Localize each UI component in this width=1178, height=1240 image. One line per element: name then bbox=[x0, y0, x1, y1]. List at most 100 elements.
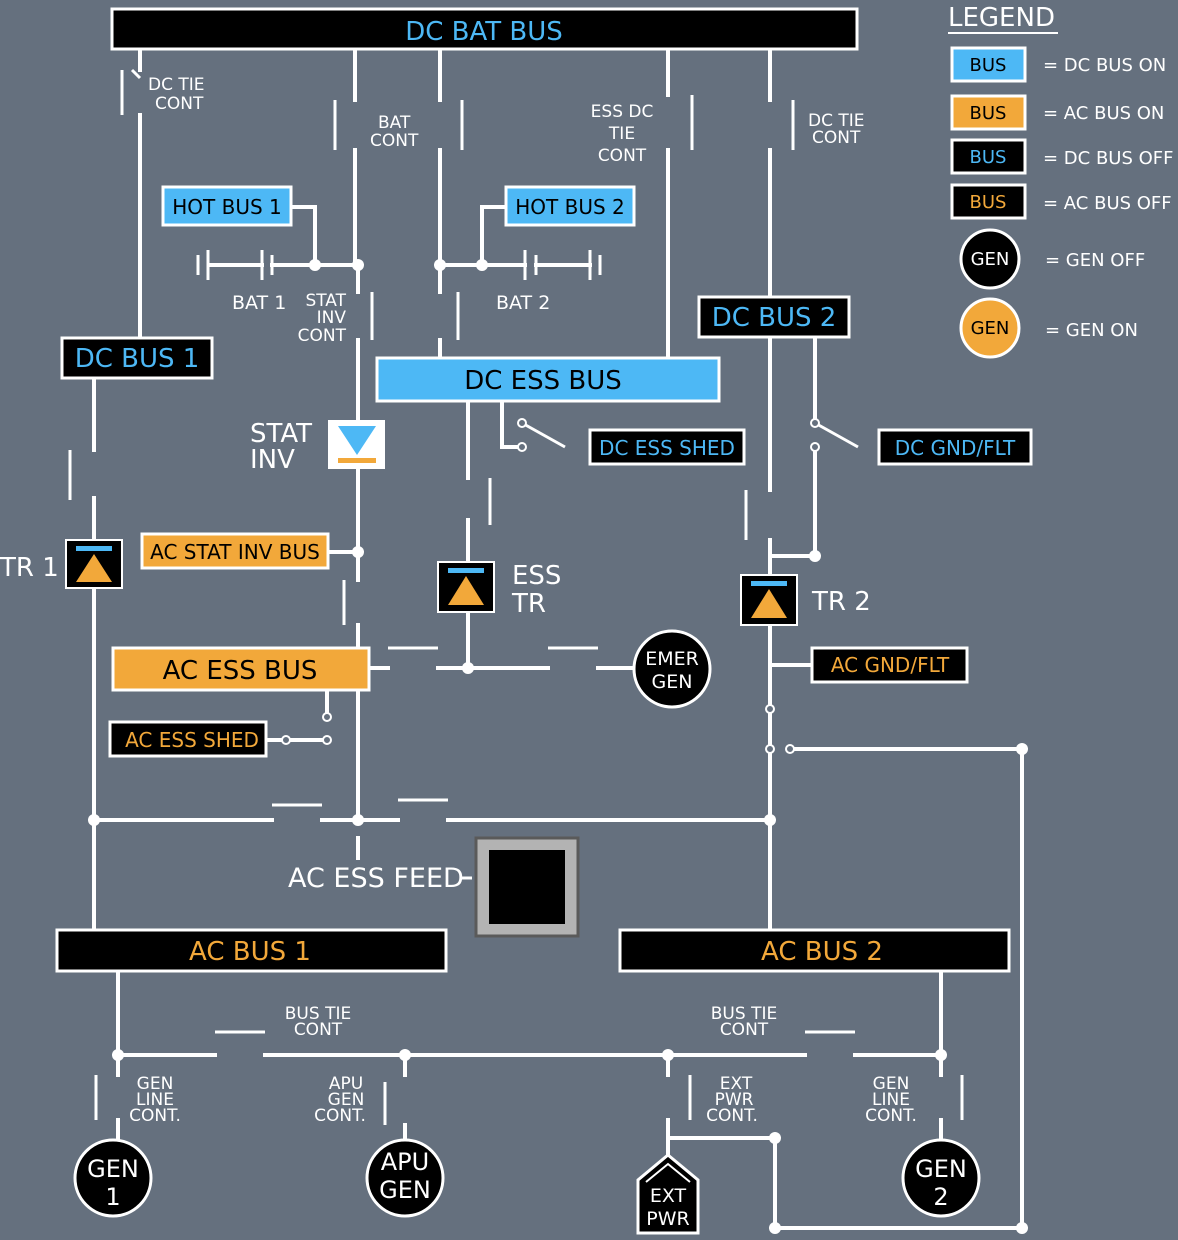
ess-dc-tie-cont-label: TIE bbox=[608, 124, 635, 144]
ac-stat-inv-bus: AC STAT INV BUS bbox=[140, 532, 330, 570]
svg-text:DC ESS BUS: DC ESS BUS bbox=[464, 366, 622, 396]
junction-dots bbox=[88, 259, 1028, 1234]
svg-text:BUS: BUS bbox=[970, 147, 1007, 168]
svg-text:AC ESS BUS: AC ESS BUS bbox=[163, 656, 318, 686]
apu-gen-cont-label: GEN bbox=[328, 1090, 365, 1110]
contactor-marks bbox=[68, 68, 964, 1125]
wiring bbox=[92, 48, 1024, 1230]
ext-pwr-cont-label: PWR bbox=[715, 1090, 754, 1110]
gen-line-cont-2-label: GEN bbox=[873, 1074, 910, 1094]
legend-dc-on: BUS = DC BUS ON bbox=[950, 46, 1166, 83]
ext-pwr-icon: EXT PWR bbox=[636, 1153, 700, 1235]
tr1-icon bbox=[65, 539, 123, 589]
ess-dc-tie-cont-label: ESS DC bbox=[591, 102, 654, 122]
legend-title: LEGEND bbox=[948, 3, 1055, 33]
stat-inv-cont-label: CONT bbox=[298, 326, 347, 346]
svg-text:= GEN OFF: = GEN OFF bbox=[1045, 250, 1145, 271]
svg-text:GEN: GEN bbox=[652, 671, 693, 693]
svg-text:GEN: GEN bbox=[379, 1176, 431, 1204]
emer-gen-icon: EMER GEN bbox=[632, 629, 712, 709]
svg-text:= GEN ON: = GEN ON bbox=[1045, 320, 1138, 341]
svg-text:DC BUS 2: DC BUS 2 bbox=[712, 303, 837, 333]
tr2-icon bbox=[740, 574, 798, 626]
svg-text:GEN: GEN bbox=[971, 249, 1010, 270]
ac-ess-shed-bus: AC ESS SHED bbox=[108, 720, 268, 758]
ac-gnd-flt-bus: AC GND/FLT bbox=[810, 646, 969, 684]
dc-ess-bus: DC ESS BUS bbox=[375, 356, 721, 403]
dc-bus-1: DC BUS 1 bbox=[60, 336, 214, 380]
tr1-label: TR 1 bbox=[0, 553, 59, 583]
svg-text:DC GND/FLT: DC GND/FLT bbox=[895, 436, 1016, 460]
tr2-label: TR 2 bbox=[811, 587, 871, 617]
svg-text:GEN: GEN bbox=[971, 318, 1010, 339]
dc-tie-cont-left-label: DC TIE bbox=[148, 75, 205, 95]
svg-text:EMER: EMER bbox=[645, 648, 699, 670]
ac-bus-1: AC BUS 1 bbox=[55, 928, 448, 973]
dc-bus-2: DC BUS 2 bbox=[697, 295, 851, 339]
hot-bus-2: HOT BUS 2 bbox=[504, 185, 636, 227]
svg-text:AC GND/FLT: AC GND/FLT bbox=[831, 653, 950, 677]
ac-ess-feed-label: AC ESS FEED bbox=[288, 863, 464, 894]
battery-1-icon bbox=[196, 250, 274, 280]
ess-tr-label: TR bbox=[511, 589, 546, 619]
svg-text:AC BUS 2: AC BUS 2 bbox=[761, 937, 883, 967]
svg-text:= DC BUS ON: = DC BUS ON bbox=[1043, 55, 1166, 76]
svg-text:DC BAT BUS: DC BAT BUS bbox=[405, 17, 563, 47]
ac-bus-2: AC BUS 2 bbox=[618, 928, 1011, 973]
dc-ess-shed-bus: DC ESS SHED bbox=[588, 428, 746, 466]
dc-gnd-flt-bus: DC GND/FLT bbox=[877, 428, 1033, 466]
ac-ess-feed-button[interactable] bbox=[474, 836, 580, 938]
ext-pwr-cont-label: EXT bbox=[720, 1074, 753, 1094]
stat-inv-label: INV bbox=[250, 445, 295, 475]
svg-text:BUS: BUS bbox=[970, 103, 1007, 124]
svg-text:DC BUS 1: DC BUS 1 bbox=[75, 344, 200, 374]
ac-ess-bus: AC ESS BUS bbox=[111, 646, 371, 692]
svg-text:EXT: EXT bbox=[650, 1185, 687, 1207]
gen-line-cont-2-label: CONT. bbox=[865, 1106, 917, 1126]
svg-text:2: 2 bbox=[933, 1183, 948, 1211]
gen-line-cont-1-label: CONT. bbox=[129, 1106, 181, 1126]
bus-tie-cont-left-label: BUS TIE bbox=[285, 1004, 351, 1024]
ess-tr-label: ESS bbox=[512, 561, 561, 591]
svg-text:AC STAT INV BUS: AC STAT INV BUS bbox=[150, 540, 320, 564]
svg-text:HOT BUS 2: HOT BUS 2 bbox=[515, 195, 625, 219]
svg-text:1: 1 bbox=[105, 1183, 120, 1211]
svg-text:DC ESS SHED: DC ESS SHED bbox=[599, 436, 735, 460]
svg-text:BUS: BUS bbox=[970, 192, 1007, 213]
bus-tie-cont-left-label: CONT bbox=[294, 1020, 343, 1040]
svg-text:GEN: GEN bbox=[915, 1155, 967, 1183]
legend: LEGEND BUS = DC BUS ON BUS = AC BUS ON B… bbox=[948, 3, 1174, 359]
svg-text:= DC BUS OFF: = DC BUS OFF bbox=[1043, 148, 1174, 169]
svg-text:= AC BUS ON: = AC BUS ON bbox=[1043, 103, 1164, 124]
svg-text:AC BUS 1: AC BUS 1 bbox=[189, 937, 311, 967]
gen-line-cont-1-label: GEN bbox=[137, 1074, 174, 1094]
svg-text:PWR: PWR bbox=[646, 1208, 689, 1230]
ext-pwr-cont-label: CONT. bbox=[706, 1106, 758, 1126]
gen-2-icon: GEN 2 bbox=[901, 1138, 981, 1218]
stat-inv-cont-label: STAT bbox=[305, 291, 346, 311]
battery-2-icon bbox=[523, 250, 602, 280]
gen-line-cont-1-label: LINE bbox=[136, 1090, 174, 1110]
dc-bat-bus: DC BAT BUS bbox=[110, 7, 859, 51]
svg-text:GEN: GEN bbox=[87, 1155, 139, 1183]
dc-tie-cont-right-label: DC TIE bbox=[808, 111, 865, 131]
svg-text:APU: APU bbox=[381, 1148, 429, 1176]
gen-1-icon: GEN 1 bbox=[73, 1138, 153, 1218]
svg-text:BUS: BUS bbox=[970, 55, 1007, 76]
svg-text:HOT BUS 1: HOT BUS 1 bbox=[172, 195, 282, 219]
dc-tie-cont-left-label: CONT bbox=[155, 94, 204, 114]
ess-dc-tie-cont-label: CONT bbox=[598, 146, 647, 166]
apu-gen-icon: APU GEN bbox=[365, 1138, 445, 1218]
bat2-label: BAT 2 bbox=[496, 292, 550, 314]
apu-gen-cont-label: APU bbox=[329, 1074, 363, 1094]
bus-tie-cont-right-label: BUS TIE bbox=[711, 1004, 777, 1024]
gen-line-cont-2-label: LINE bbox=[872, 1090, 910, 1110]
stat-inv-label: STAT bbox=[250, 419, 312, 449]
legend-gen-off: GEN = GEN OFF bbox=[959, 228, 1145, 290]
bat-cont-label: BAT bbox=[378, 113, 411, 133]
legend-ac-on: BUS = AC BUS ON bbox=[950, 94, 1164, 131]
legend-gen-on: GEN = GEN ON bbox=[959, 297, 1138, 359]
legend-dc-off: BUS = DC BUS OFF bbox=[950, 138, 1174, 175]
ess-tr-icon bbox=[437, 561, 495, 613]
